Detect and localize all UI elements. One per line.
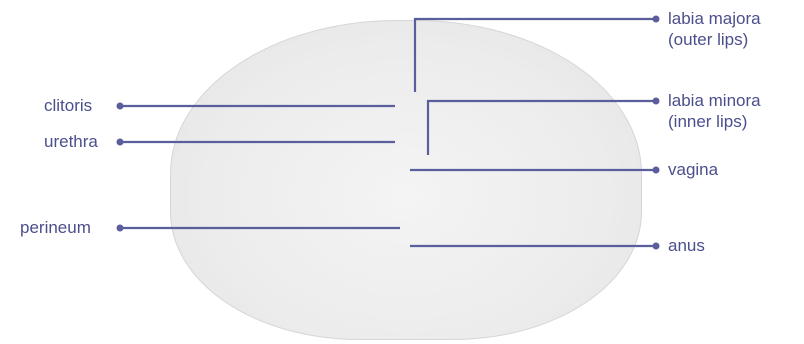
label-labia-minora: labia minora (inner lips): [668, 90, 761, 132]
label-anus: anus: [668, 235, 705, 256]
dot-clitoris: [117, 103, 124, 110]
label-labia-majora: labia majora (outer lips): [668, 8, 761, 50]
dot-perineum: [117, 225, 124, 232]
label-vagina: vagina: [668, 159, 718, 180]
dot-labia-minora: [653, 98, 660, 105]
label-labia-majora-line2: (outer lips): [668, 29, 761, 50]
label-labia-minora-line2: (inner lips): [668, 111, 761, 132]
dot-labia-majora: [653, 16, 660, 23]
label-urethra: urethra: [44, 131, 98, 152]
leader-labia-minora: [428, 101, 656, 155]
leader-labia-majora: [415, 19, 656, 92]
dot-anus: [653, 243, 660, 250]
label-labia-majora-line1: labia majora: [668, 9, 761, 28]
dot-vagina: [653, 167, 660, 174]
label-labia-minora-line1: labia minora: [668, 91, 761, 110]
dot-urethra: [117, 139, 124, 146]
label-clitoris: clitoris: [44, 95, 92, 116]
label-perineum: perineum: [20, 217, 91, 238]
